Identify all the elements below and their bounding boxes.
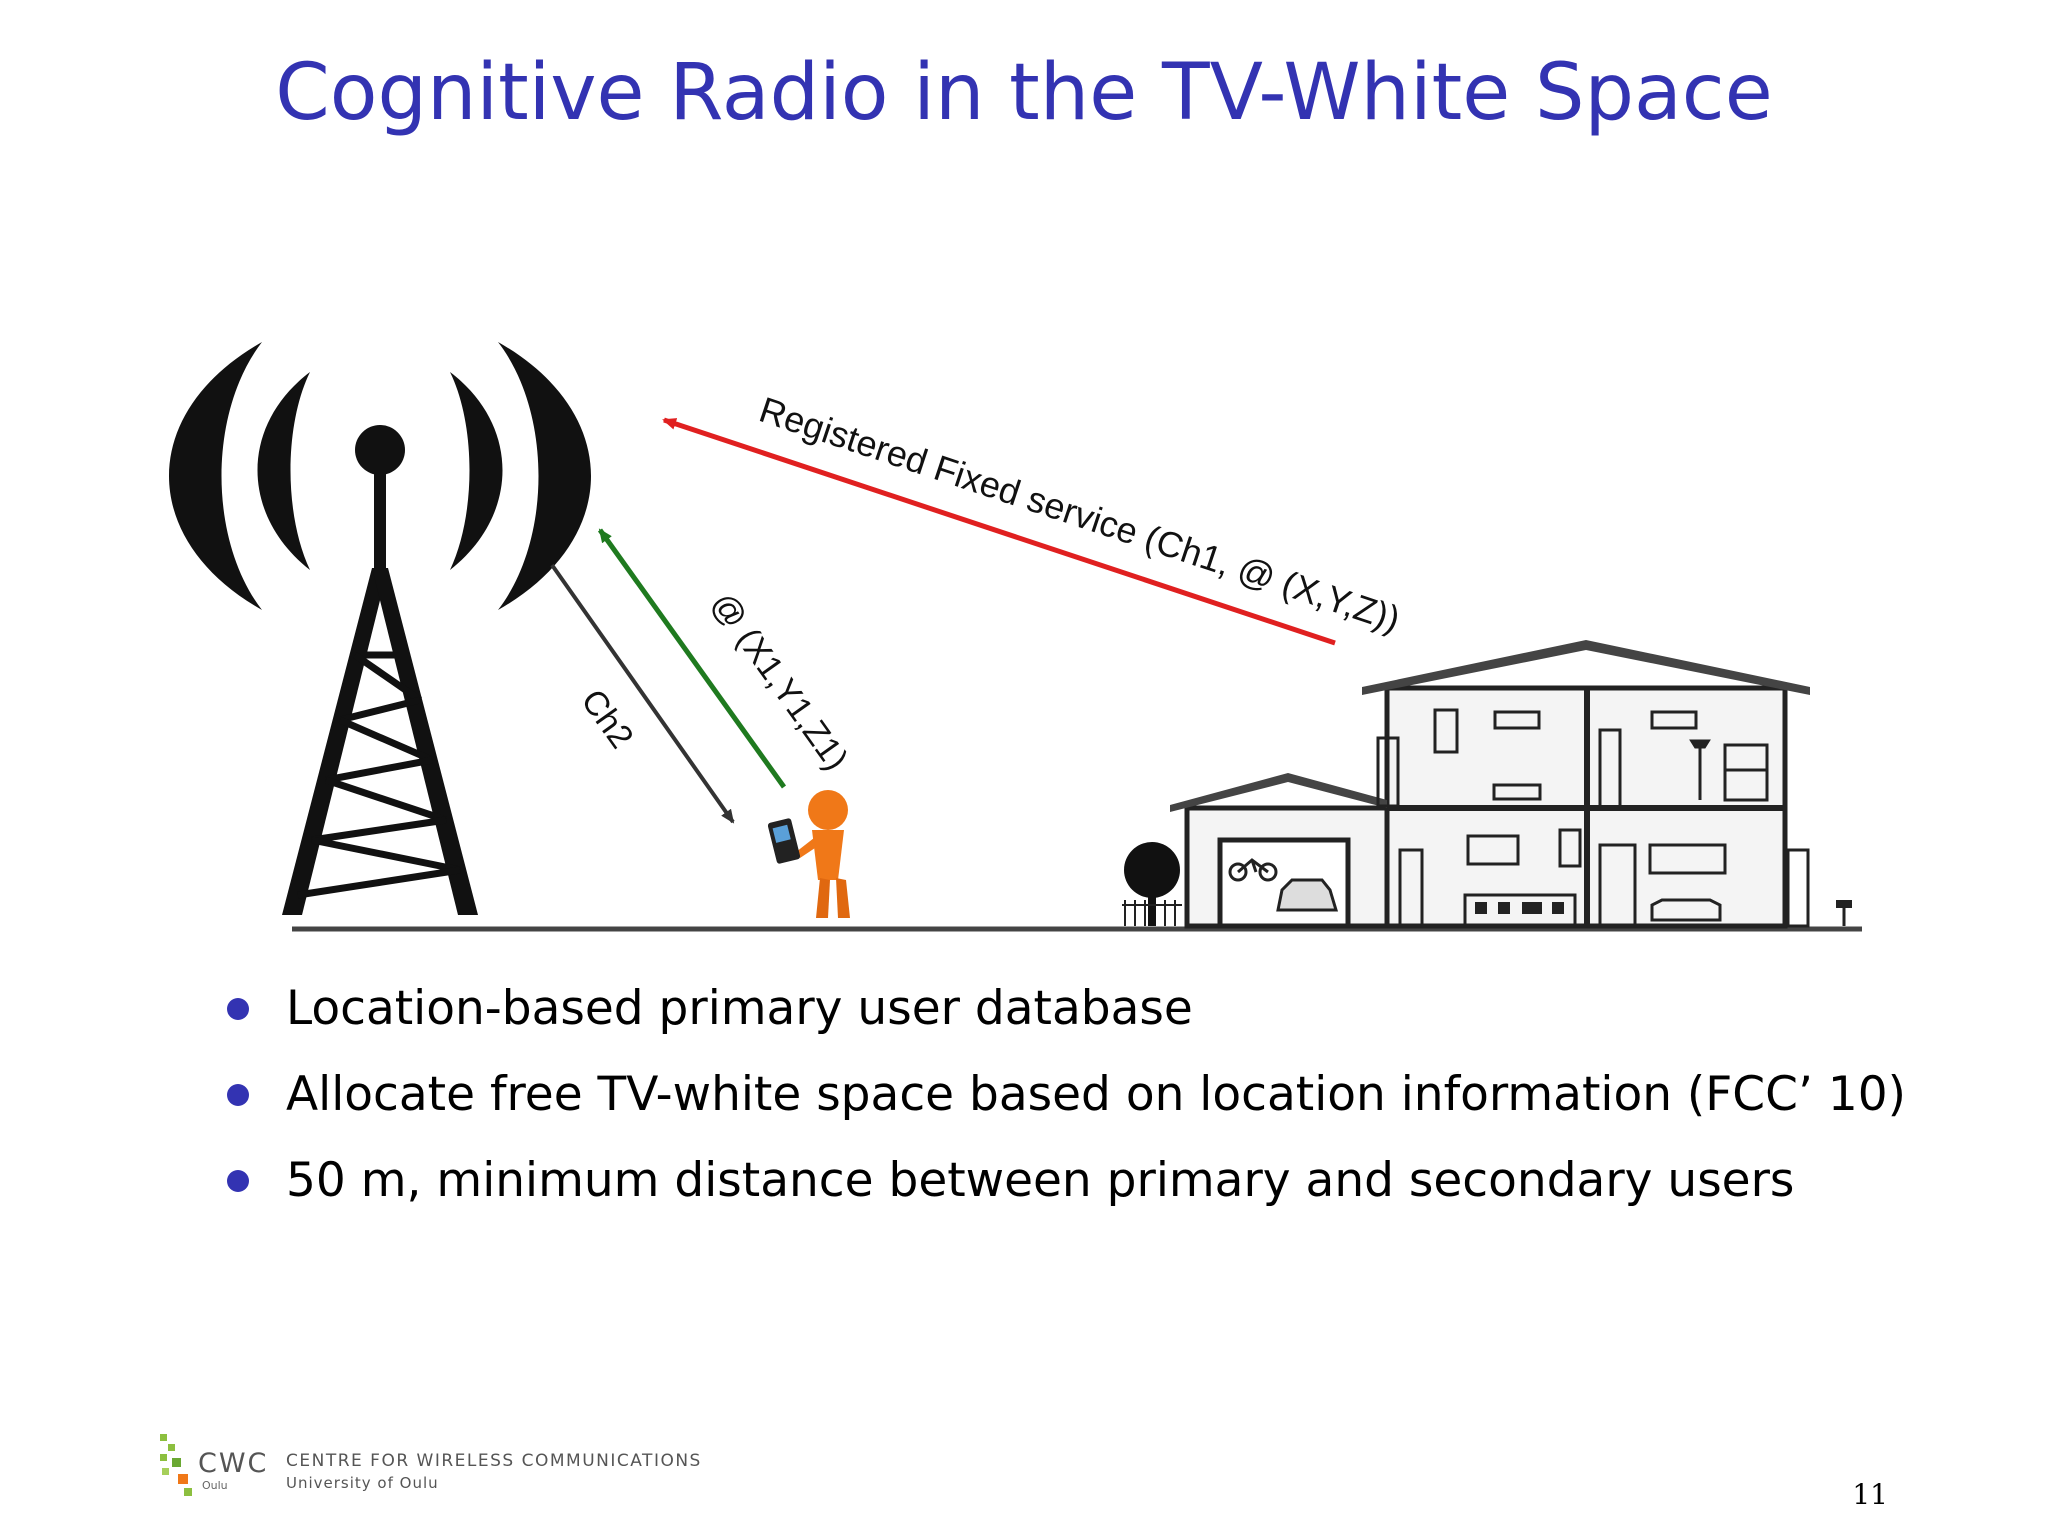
logo-text: CWC — [198, 1448, 269, 1479]
secondary-user-person-icon — [767, 790, 850, 918]
bullet-marker — [227, 998, 249, 1020]
logo-subtext: Oulu — [202, 1479, 228, 1492]
page-number: 11 — [1852, 1478, 1888, 1511]
bullet-text: Location-based primary user database — [286, 981, 1193, 1036]
channel-assignment-arrow — [550, 563, 735, 824]
bullet-item: 50 m, minimum distance between primary a… — [222, 1150, 1906, 1236]
bullet-item: Allocate free TV-white space based on lo… — [222, 1064, 1906, 1150]
slide-title: Cognitive Radio in the TV-White Space — [275, 48, 1773, 138]
cwc-logo-icon — [160, 1434, 192, 1496]
bullet-list: Location-based primary user database All… — [222, 978, 1906, 1236]
house-icon — [1122, 640, 1852, 929]
organization-name: CENTRE FOR WIRELESS COMMUNICATIONS — [286, 1451, 702, 1471]
registered-service-label: Registered Fixed service (Ch1, @ (X,Y,Z)… — [754, 389, 1405, 640]
bullet-text: Allocate free TV-white space based on lo… — [286, 1067, 1906, 1122]
tv-tower-icon — [169, 342, 591, 915]
bullet-marker — [227, 1084, 249, 1106]
location-report-arrow — [597, 528, 787, 789]
location-label: @ (X1,Y1,Z1) — [703, 586, 855, 778]
bullet-item: Location-based primary user database — [222, 978, 1906, 1064]
bullet-marker — [227, 1170, 249, 1192]
bullet-text: 50 m, minimum distance between primary a… — [286, 1153, 1795, 1208]
channel-label: Ch2 — [573, 683, 640, 756]
organization-university: University of Oulu — [286, 1474, 439, 1492]
registered-service-arrow — [662, 417, 1336, 646]
